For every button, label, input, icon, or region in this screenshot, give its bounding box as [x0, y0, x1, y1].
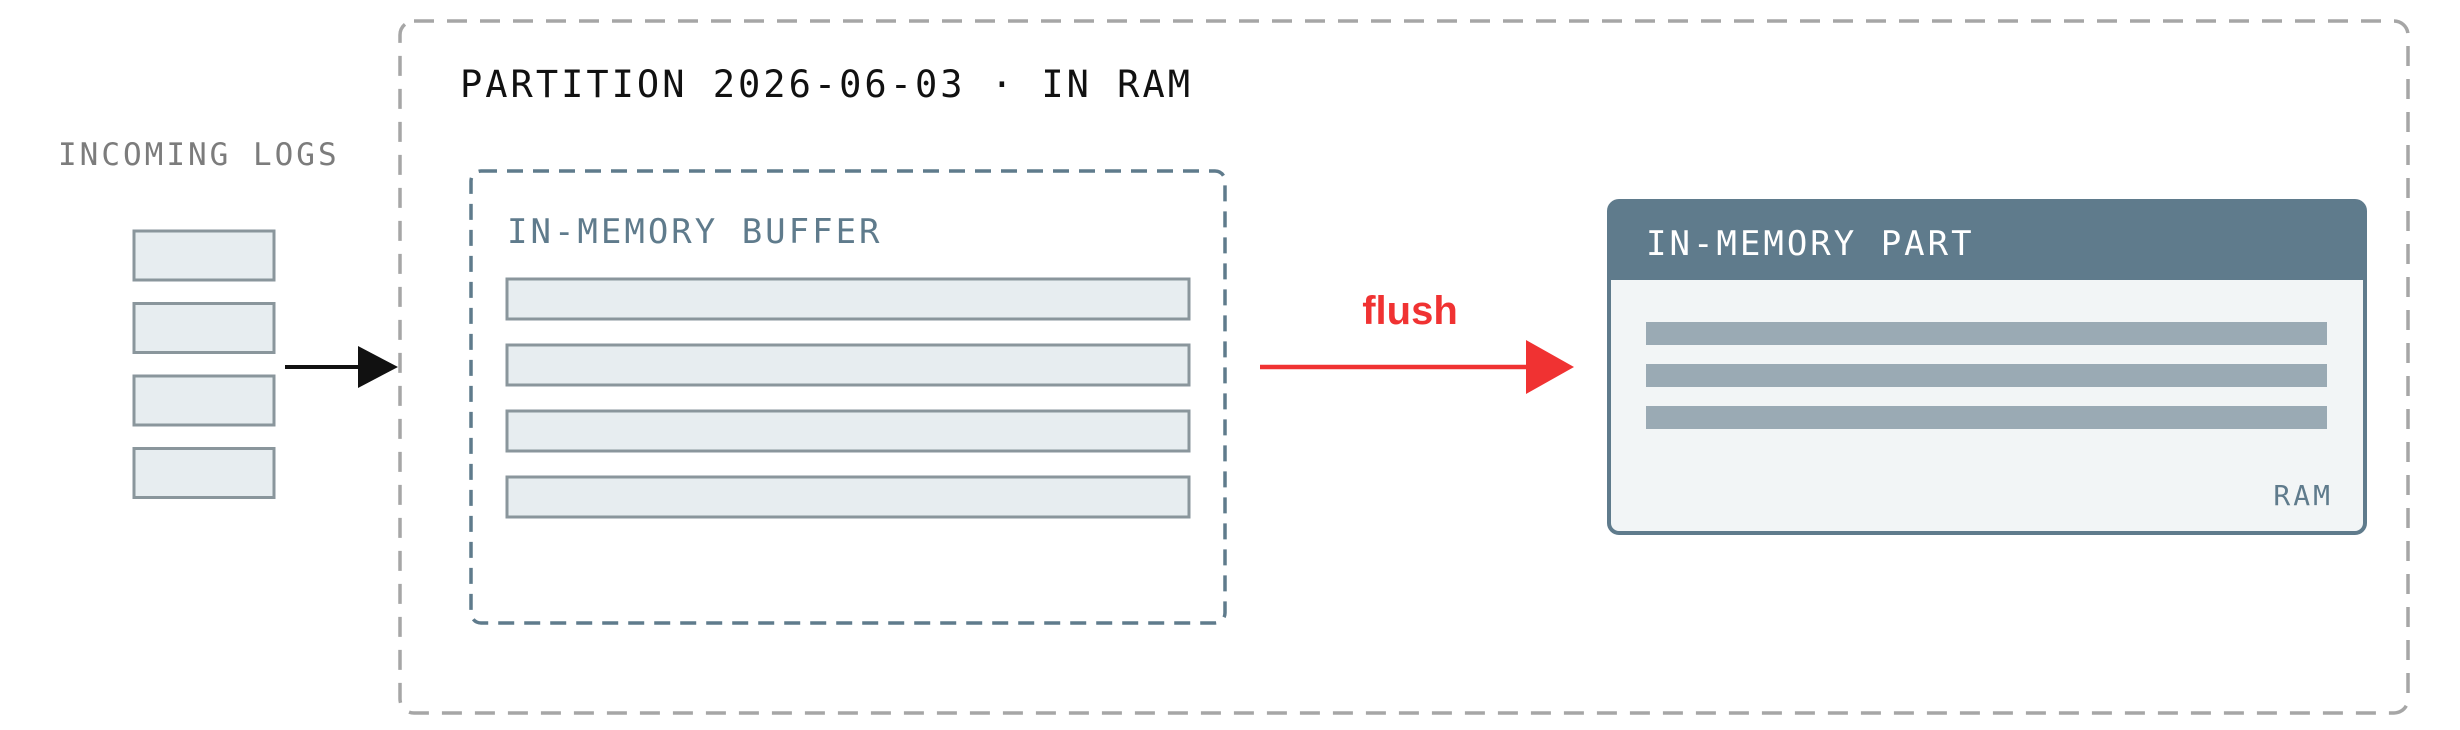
buffer-row: [505, 409, 1191, 453]
flush-arrow: flush: [1260, 289, 1574, 394]
incoming-logs-label: INCOMING LOGS: [58, 137, 340, 173]
in-memory-part-header: [1609, 201, 2365, 280]
in-memory-buffer-frame: [469, 169, 1227, 625]
ingest-arrow-head: [358, 346, 398, 388]
incoming-log-entry: [132, 302, 276, 354]
part-row: [1646, 406, 2327, 429]
part-row: [1646, 364, 2327, 387]
flush-label: flush: [1362, 289, 1458, 333]
part-row: [1646, 322, 2327, 345]
incoming-log-entry: [132, 447, 276, 499]
ram-label: RAM: [2273, 479, 2333, 512]
partition-frame: [398, 19, 2410, 715]
incoming-log-entry: [132, 374, 276, 427]
ingest-arrow: [285, 346, 398, 388]
in-memory-buffer-label: IN-MEMORY BUFFER: [507, 212, 883, 252]
flush-arrow-head: [1526, 340, 1574, 394]
buffer-row: [505, 475, 1191, 519]
incoming-logs-stack: [132, 229, 276, 499]
buffer-rows: [505, 277, 1191, 519]
in-memory-part-title: IN-MEMORY PART: [1646, 224, 1975, 264]
in-memory-part: IN-MEMORY PART RAM: [1607, 199, 2367, 535]
incoming-log-entry: [132, 229, 276, 282]
part-rows: [1646, 322, 2327, 429]
partition-title: PARTITION 2026-06-03 · IN RAM: [460, 63, 1193, 106]
buffer-row: [505, 343, 1191, 387]
buffer-row: [505, 277, 1191, 321]
